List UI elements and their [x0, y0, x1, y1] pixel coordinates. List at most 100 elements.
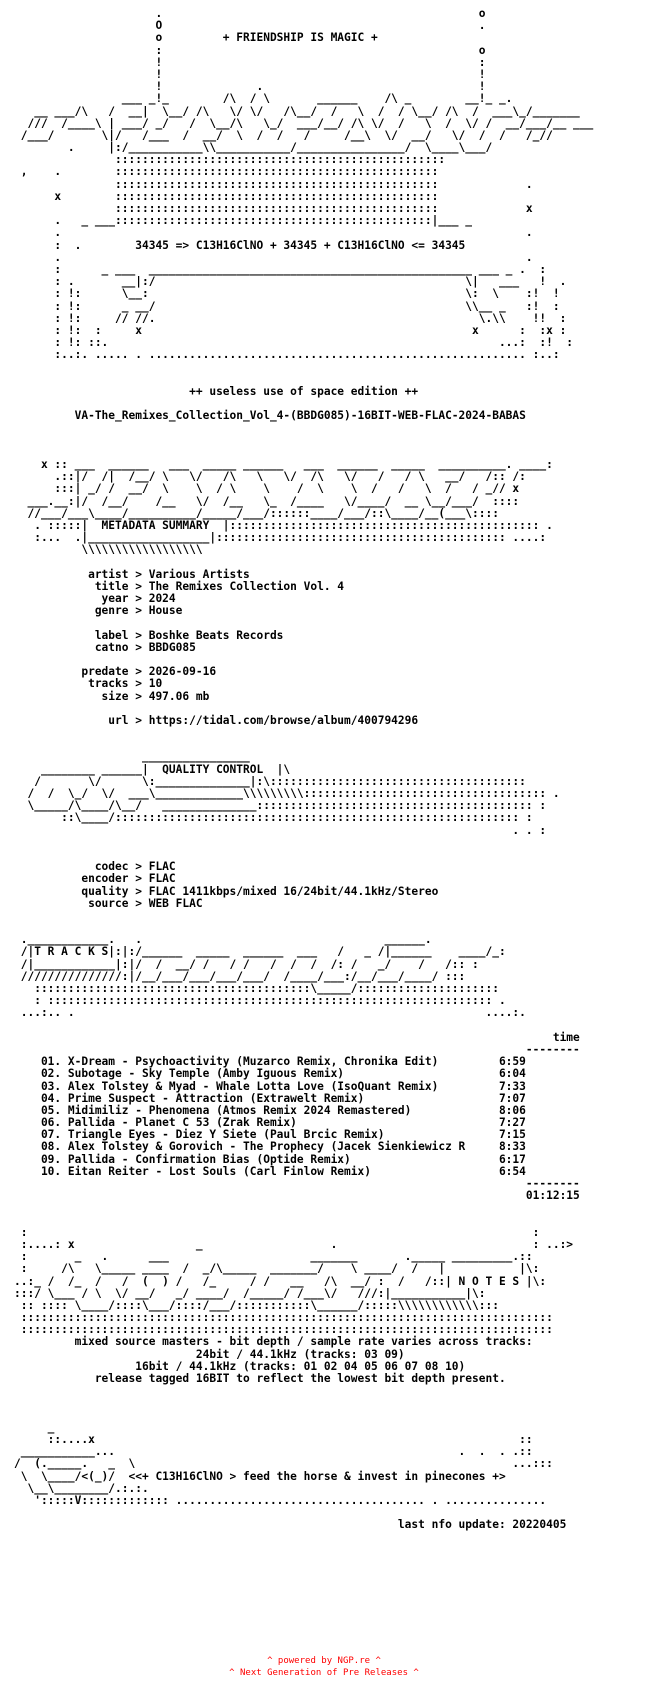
- ascii-art-line: ___.__:|/ /__/ /__ \/ /__ \_ /____ \/___…: [14, 494, 520, 508]
- ascii-art-line: [14, 1385, 593, 1397]
- ascii-art-line: ::::::::::::::::::::::::::::::::::::::::…: [14, 1323, 553, 1337]
- ascii-art-line: --------: [14, 1177, 580, 1190]
- ascii-art-line: ::::::::::::::::::::::::::::::::::::::::…: [14, 153, 446, 167]
- ascii-art-line: [14, 1410, 593, 1422]
- ascii-art-line: [14, 422, 593, 434]
- ascii-art-line: ::::::::::::::::::::::::::::::::::::::::…: [14, 982, 499, 995]
- ascii-art-line: .::|/ /| /__/ \ \/ /\ \ \/ /\ \/ / / \ _…: [14, 470, 526, 484]
- ascii-art-line: : _ . ___ _______ ._____ _________.::: [14, 1250, 533, 1264]
- quality-row-codec: codec > FLAC: [14, 860, 176, 874]
- quality-row-encoder: encoder > FLAC: [14, 872, 176, 886]
- ascii-art-line: .____________. . ______.: [14, 933, 432, 947]
- track-row: 05. Midimiliz - Phenomena (Atmos Remix 2…: [14, 1103, 526, 1117]
- metadata-row-tracks: tracks > 10: [14, 677, 163, 691]
- ascii-art-line: ! . !: [14, 80, 486, 94]
- ascii-art-line: \\\\\\\\\\\\\\\\\\: [14, 543, 203, 557]
- ascii-art-line: [14, 727, 593, 739]
- ascii-art-line: / (._____. _ \ ...:::: [14, 1457, 553, 1471]
- ascii-art-line: ::::::::::::::::::::::::::::::::::::::::…: [14, 1311, 553, 1325]
- ascii-art-line: [14, 361, 593, 373]
- ascii-art-line: ! :: [14, 55, 486, 69]
- ascii-art-line: \ \____/<(_)/ <<+ C13H16ClNO > feed the …: [14, 1469, 506, 1483]
- ascii-art-line: : /\ \_____ ____ / _/\_____ _______/ \ _…: [14, 1262, 540, 1276]
- ascii-art-line: . o: [14, 7, 486, 20]
- ascii-art-line: : !: ::. ...: :! :: [14, 336, 574, 350]
- ascii-art-line: ...:.. . ....:.: [14, 1006, 526, 1020]
- ascii-art-line: /___/ \|/ /___ / __/ \ / / / /__\ \/ __/…: [14, 128, 553, 142]
- metadata-row-size: size > 497.06 mb: [14, 689, 210, 703]
- ascii-art-line: [14, 1397, 593, 1409]
- ascii-art-line: : . __|:/ \| ___ ! .: [14, 275, 567, 289]
- ascii-art-line: ___________... . . . .::: [14, 1445, 533, 1459]
- ascii-art-line: VA-The_Remixes_Collection_Vol_4-(BBDG085…: [14, 409, 526, 423]
- ascii-art-line: O .: [14, 19, 486, 33]
- quality-row-quality: quality > FLAC 1411kbps/mixed 16/24bit/4…: [14, 884, 439, 898]
- ascii-art-line: x ::::::::::::::::::::::::::::::::::::::…: [14, 189, 439, 203]
- powered-by-link[interactable]: ^ powered by NGP.re ^: [267, 1656, 381, 1666]
- ascii-art-line: . . :: [14, 823, 547, 837]
- ascii-art-line: --------: [14, 1042, 580, 1056]
- ascii-art-line: ':::::V::::::::::::: ...................…: [14, 1493, 547, 1507]
- ascii-art-line: ::::::::::::::::::::::::::::::::::::::::…: [14, 202, 533, 215]
- notes-line: mixed source masters - bit depth / sampl…: [14, 1335, 533, 1349]
- ascii-art-line: . _ ___:::::::::::::::::::::::::::::::::…: [14, 214, 473, 228]
- notes-line: 24bit / 44.1kHz (tracks: 03 09): [14, 1347, 405, 1361]
- track-row: 01. X-Dream - Psychoactivity (Muzarco Re…: [14, 1055, 526, 1069]
- notes-line: release tagged 16BIT to reflect the lowe…: [14, 1372, 506, 1385]
- ascii-art-line: \__\________/.:.:.: [14, 1481, 149, 1495]
- nfo-document: . o O . o + FRIENDSHIP IS MAGIC + :: [14, 7, 594, 1532]
- ascii-art-line: ::....x ::: [14, 1432, 533, 1446]
- ascii-art-line: :... .|__________________|::::::::::::::…: [14, 531, 547, 545]
- ascii-art-line: . .: [14, 250, 533, 264]
- track-row: 07. Triangle Eyes - Diez Y Siete (Paul B…: [14, 1128, 526, 1142]
- ascii-art-line: : !: : x x : :x :: [14, 323, 567, 337]
- ascii-art-line: :::/ \___ / \ \/ __/ _/ ____/ /_____/ /_…: [14, 1286, 486, 1300]
- ascii-art-line: x :: ___ ______ ___ _____ ______ ___ ___…: [14, 457, 553, 471]
- ascii-art-line: ___ _!_ /\ / \ ______ /\ _ __!_ _.: [14, 92, 513, 106]
- quality-row-source: source > WEB FLAC: [14, 896, 203, 910]
- ascii-art-line: \_____/\____/\__/ ______________::::::::…: [14, 799, 547, 813]
- total-time: 01:12:15: [14, 1189, 580, 1203]
- track-row: 03. Alex Tolstey & Myad - Whale Lotta Lo…: [14, 1079, 526, 1093]
- metadata-row-artist: artist > Various Artists: [14, 567, 250, 581]
- ascii-art-line: , . ::::::::::::::::::::::::::::::::::::…: [14, 165, 439, 179]
- ascii-art-line: ::::::::::::::::::::::::::::::::::::::::…: [14, 177, 533, 191]
- ascii-art-line: ++ useless use of space edition ++: [14, 384, 419, 398]
- footer: ^ powered by NGP.re ^ ^ Next Generation …: [0, 1655, 648, 1679]
- ascii-art-line: //___/___\____/__________/_____/___/::::…: [14, 506, 499, 520]
- metadata-row-url: url > https://tidal.com/browse/album/400…: [14, 713, 419, 727]
- ascii-art-line: : !: \__: \: \ :! !: [14, 287, 560, 301]
- ascii-art-line: . .: [14, 226, 533, 240]
- ascii-art-line: / / \_/ \/ ___\_____________\\\\\\\\\:::…: [14, 787, 560, 800]
- ascii-art-line: . |:/___________\\___________/__________…: [14, 141, 493, 155]
- ascii-art-line: o + FRIENDSHIP IS MAGIC +: [14, 31, 378, 45]
- track-row: 02. Subotage - Sky Temple (Amby Iguous R…: [14, 1067, 526, 1081]
- ascii-art-line: [14, 1020, 593, 1032]
- ascii-art-line: [14, 1215, 593, 1227]
- ascii-art-line: : !: _ __/ \\__ _ :! :: [14, 299, 560, 313]
- ascii-art-line: ///////////////:|/__/___/___/___/___/ /_…: [14, 969, 466, 983]
- ascii-art-line: :: :::: \____/::::\___/::::/___/::::::::…: [14, 1298, 499, 1312]
- ascii-art-line: / \/ \:______________|:\::::::::::::::::…: [14, 774, 526, 788]
- ascii-art-line: [14, 556, 593, 568]
- notes-line: 16bit / 44.1kHz (tracks: 01 02 04 05 06 …: [14, 1359, 466, 1373]
- ascii-art-line: [14, 1202, 593, 1214]
- ascii-art-line: /|____________|:|/ / __/ / / / / / / /: …: [14, 957, 479, 971]
- ascii-art-line: ..:_ / /_ / / ( ) / /_ / / __ /\ __/ : /…: [14, 1274, 547, 1288]
- ascii-art-line: [14, 435, 593, 447]
- ascii-art-line: /// /____\ | ___/ _/ / \__/\ \_/ ___/__/…: [14, 116, 594, 130]
- ascii-art-line: [14, 617, 593, 629]
- metadata-row-title: title > The Remixes Collection Vol. 4: [14, 579, 345, 593]
- ascii-art-line: : o: [14, 43, 486, 57]
- ascii-art-line: last nfo update: 20220405: [14, 1518, 567, 1532]
- ascii-art-line: ::\____/::::::::::::::::::::::::::::::::…: [14, 811, 533, 825]
- track-row: 04. Prime Suspect - Attraction (Extrawel…: [14, 1091, 526, 1105]
- ascii-art-line: : . 34345 => C13H16ClNO + 34345 + C13H16…: [14, 238, 466, 252]
- ascii-art-line: . :::::| METADATA SUMMARY |:::::::::::::…: [14, 518, 553, 532]
- footer-subtitle: ^ Next Generation of Pre Releases ^: [229, 1668, 419, 1678]
- ascii-art-line: [14, 837, 593, 849]
- ascii-art-line: [14, 374, 593, 386]
- ascii-art-line: :::| _/ / __/ \ \ / \ \ / \ \ / / \ / / …: [14, 482, 520, 496]
- ascii-art-line: time: [14, 1030, 580, 1044]
- ascii-art-line: ________ ______| QUALITY CONTROL |\: [14, 762, 291, 776]
